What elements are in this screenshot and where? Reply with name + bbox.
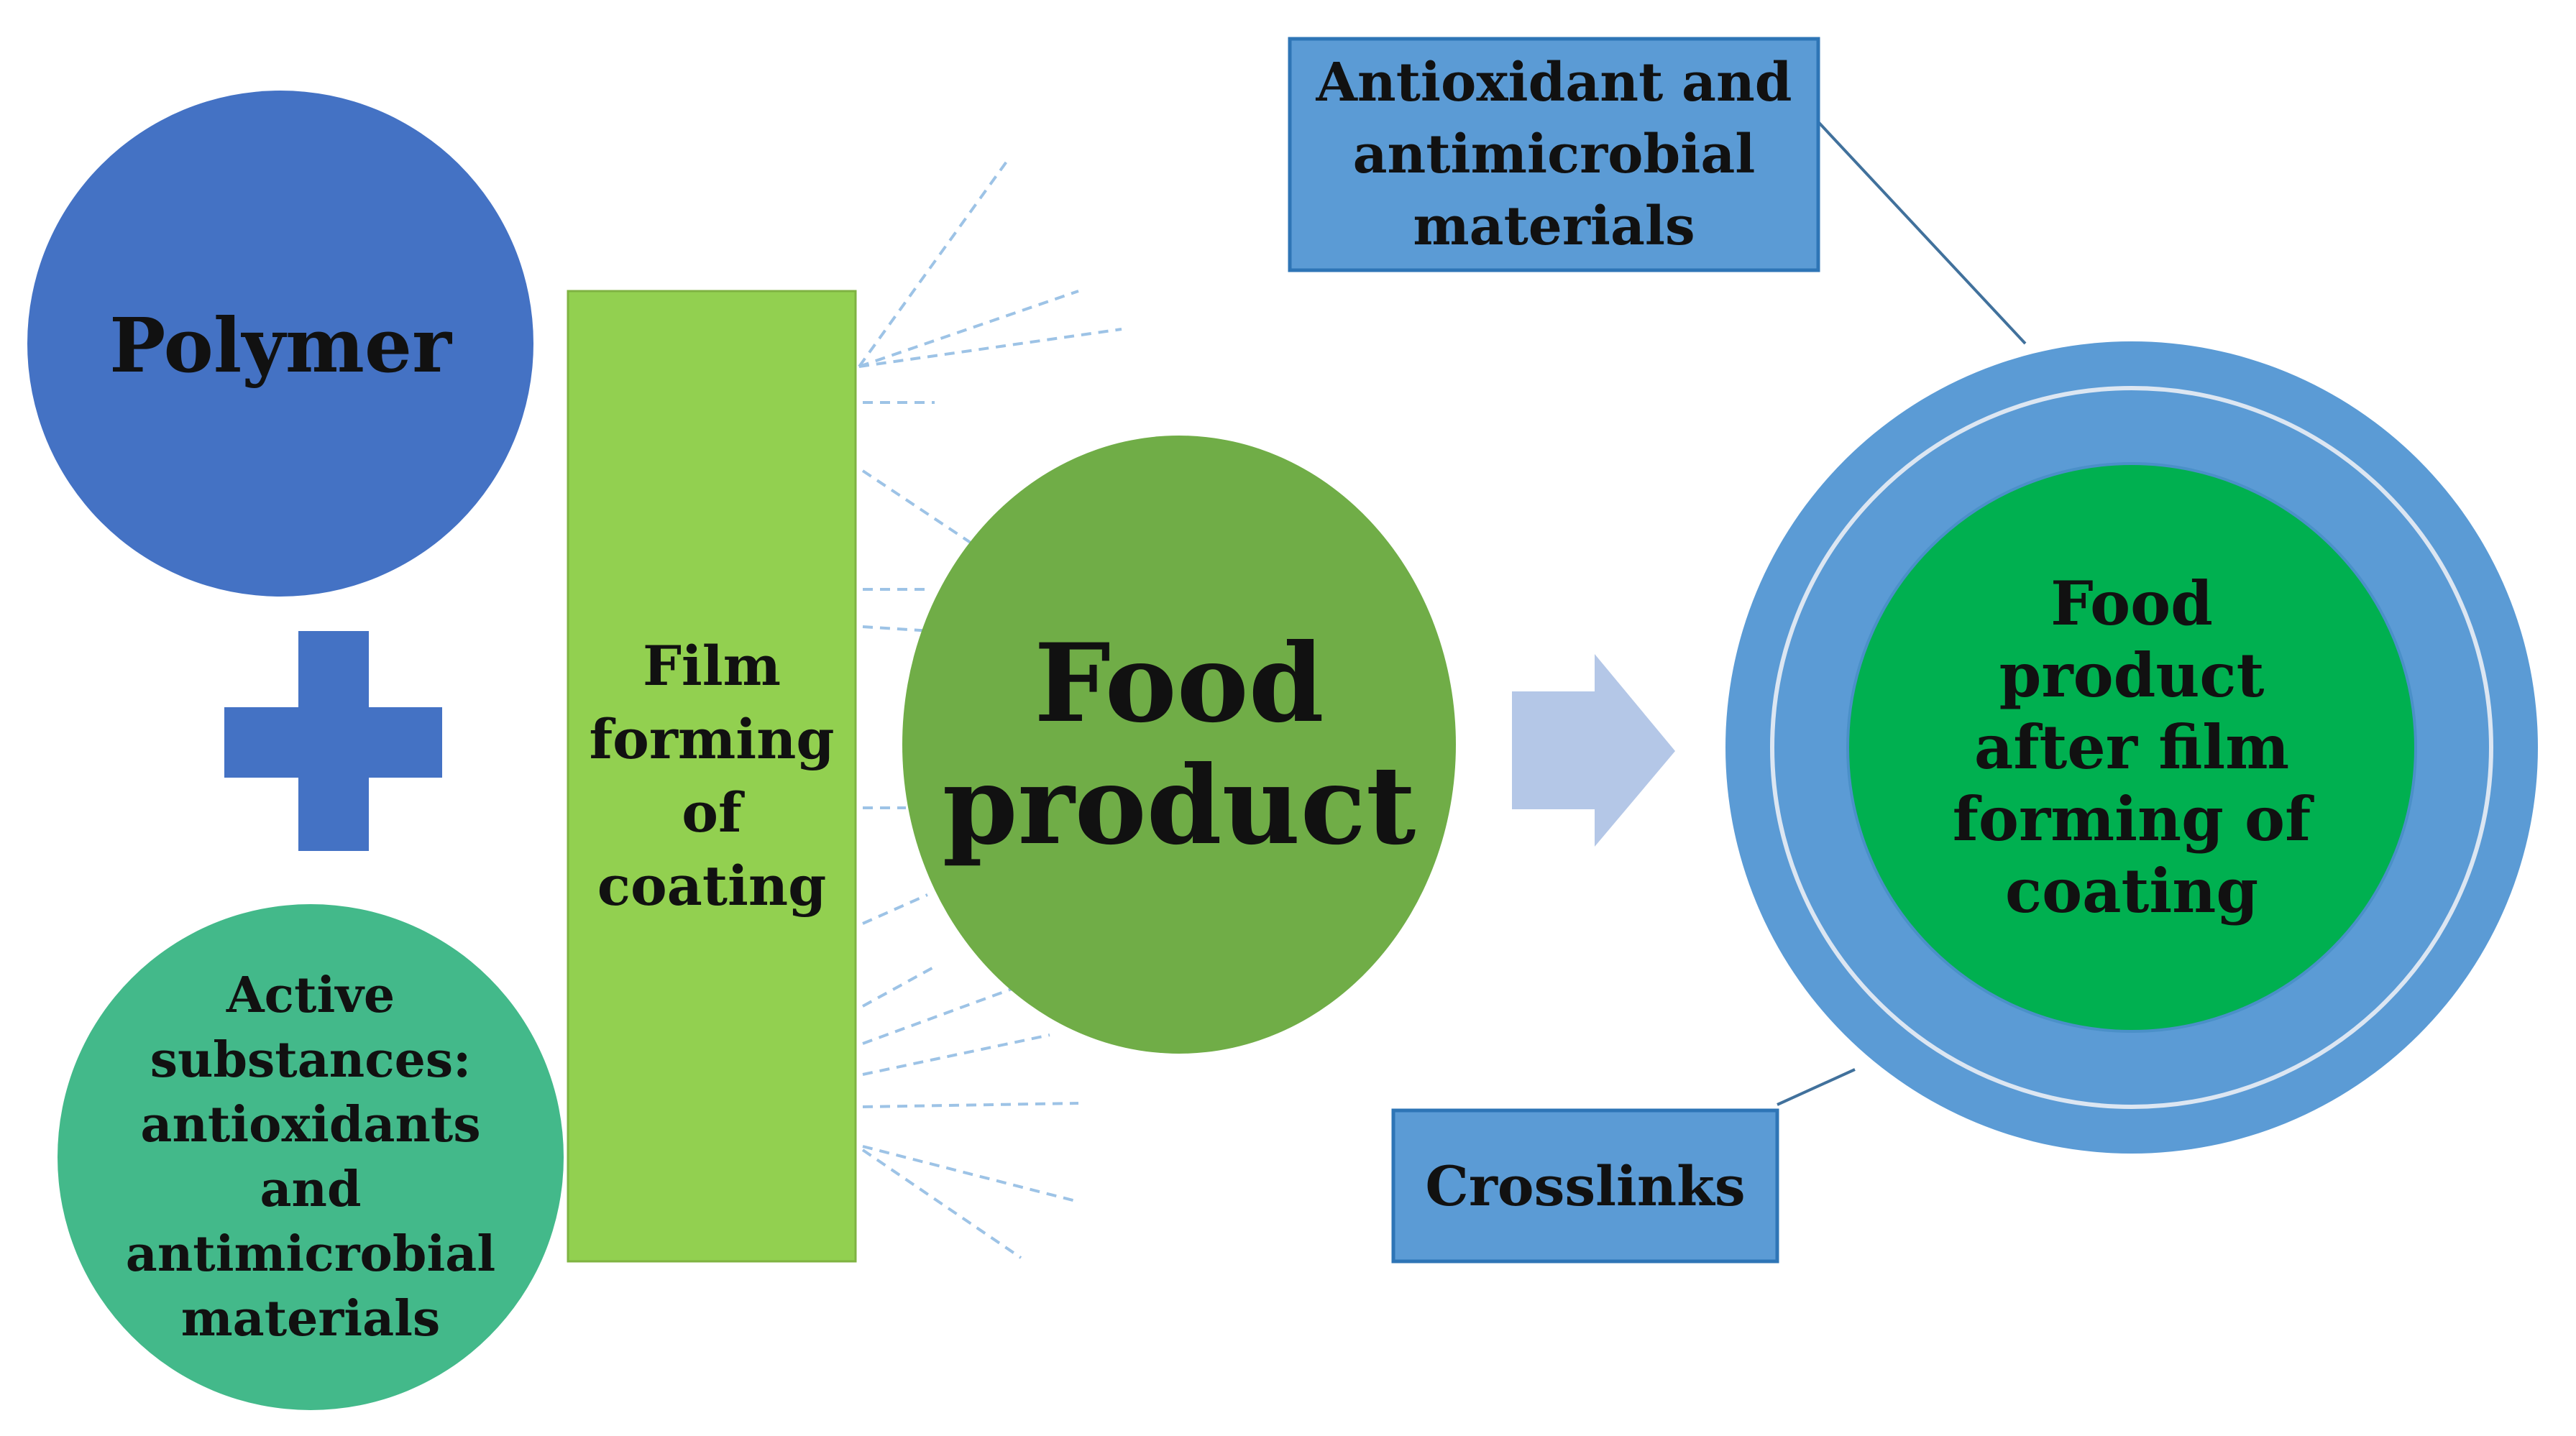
antioxidant-box [1288, 37, 1820, 272]
coated-product-line: after film [1974, 712, 2290, 783]
crosslinks-box-label: Crosslinks [1393, 1110, 1777, 1261]
crosslinks-box [1391, 1108, 1779, 1264]
right-arrow-icon [1512, 654, 1675, 847]
antioxidant-box-line: antimicrobial [1352, 124, 1756, 185]
active-substances-line: and [260, 1161, 362, 1218]
antioxidant-box-label: Antioxidant and antimicrobial materials [1290, 39, 1818, 270]
film-forming-line: forming [589, 707, 835, 771]
food-product-line: product [942, 742, 1416, 869]
polymer-label: Polymer [29, 93, 532, 597]
coated-product-line: coating [2004, 855, 2259, 926]
active-substances-line: Active [226, 967, 395, 1024]
active-substances-line: materials [180, 1290, 441, 1348]
film-forming-line: coating [597, 854, 827, 918]
coated-product-line: Food [2050, 568, 2213, 639]
active-substances-line: antioxidants [140, 1096, 481, 1154]
antioxidant-box-line: Antioxidant and [1316, 52, 1792, 114]
active-substances-circle [58, 904, 564, 1410]
crosslinks-box-line: Crosslinks [1425, 1154, 1746, 1218]
coated-product-label: Food product after film forming of coati… [1848, 438, 2416, 1057]
antioxidant-connector [1790, 92, 2027, 345]
active-substances-line: antimicrobial [125, 1225, 496, 1283]
film-forming-line: of [682, 781, 742, 844]
antioxidant-box-line: materials [1413, 195, 1695, 257]
active-substances-line: substances: [150, 1031, 472, 1089]
film-forming-line: Film [642, 634, 781, 698]
coated-product-line: product [1999, 640, 2265, 711]
polymer-label-line: Polymer [109, 300, 452, 390]
film-forming-label: Film forming of coating [568, 291, 856, 1261]
food-product-circle [902, 436, 1456, 1054]
crosslinks-connector [1777, 1068, 1856, 1106]
food-product-label: Food product [902, 436, 1456, 1054]
film-forming-bar [567, 290, 857, 1263]
coated-product-line: forming of [1952, 783, 2311, 855]
inner-ring-line [1770, 386, 2493, 1109]
spray-lines [858, 160, 1122, 1259]
active-substances-label: Active substances: antioxidants and anti… [59, 906, 562, 1409]
plus-icon [224, 631, 442, 851]
polymer-circle [27, 91, 533, 597]
food-product-line: Food [1034, 620, 1324, 747]
coated-product-circle [1846, 462, 2417, 1033]
